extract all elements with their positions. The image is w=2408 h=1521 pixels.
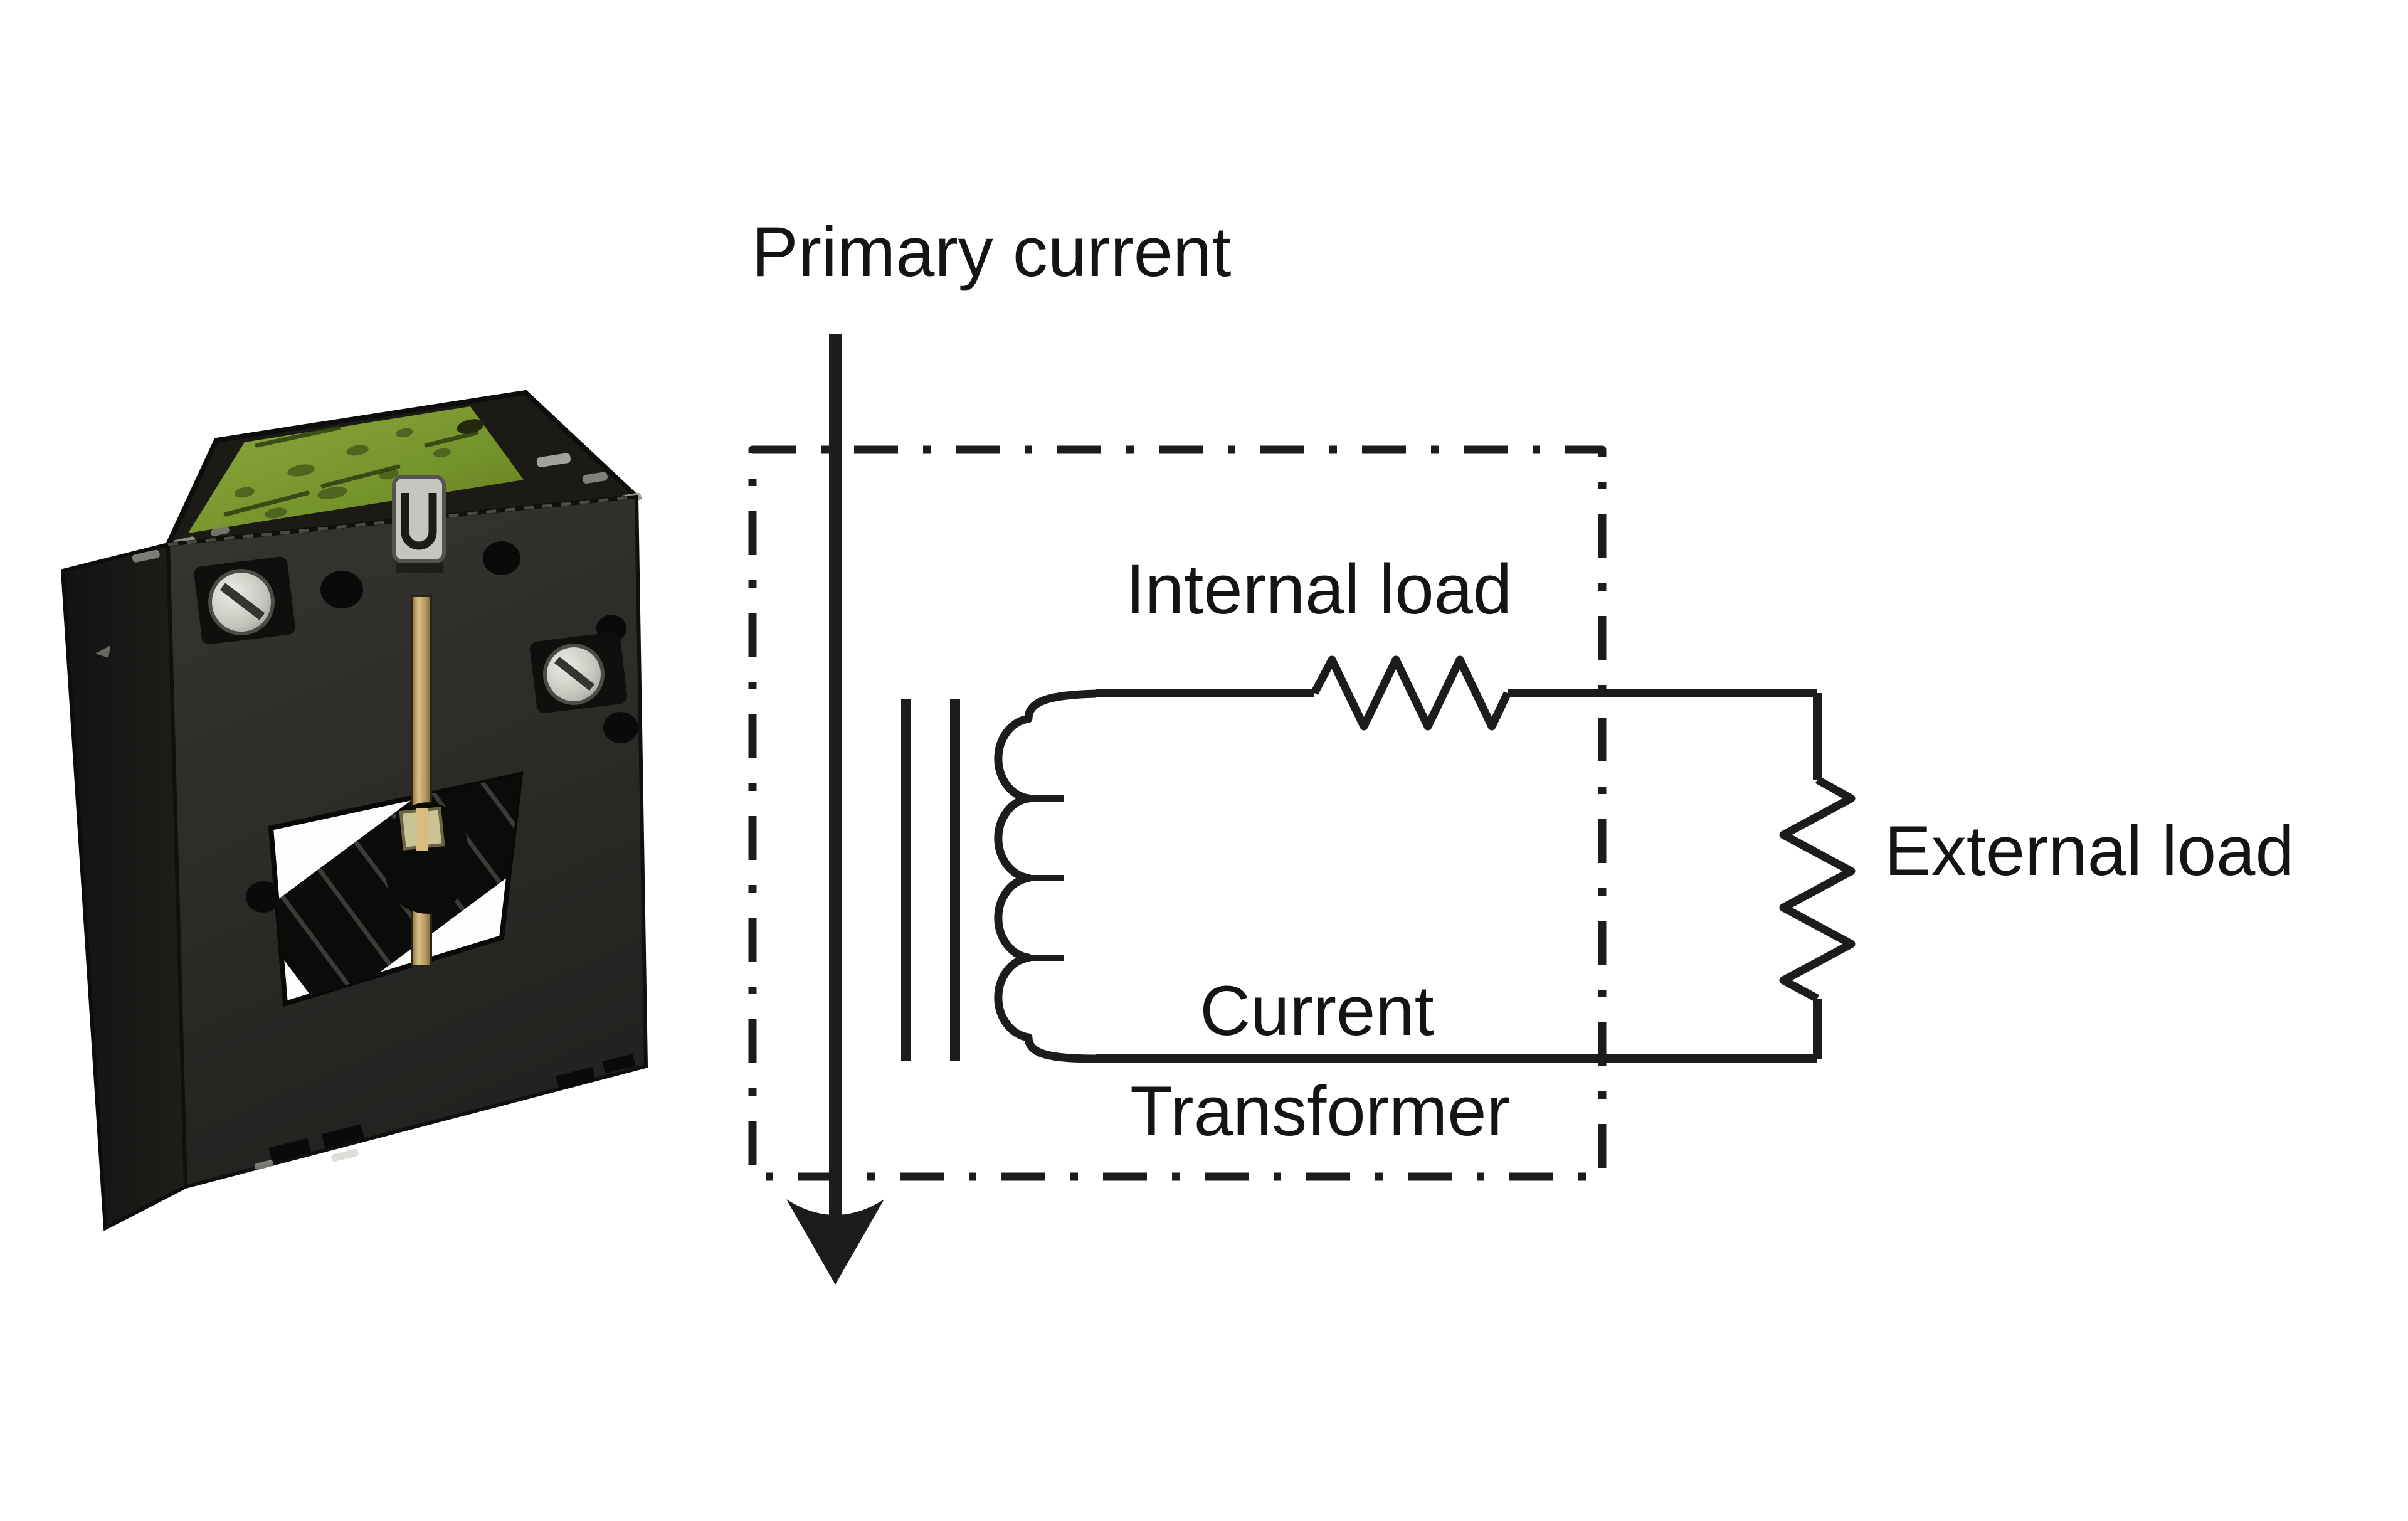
device-metal-clip-icon: [392, 475, 446, 573]
circuit-strokes: [748, 334, 1856, 1285]
primary-current-label: Primary current: [751, 213, 1232, 291]
transformer-core-icon: [901, 699, 960, 1061]
current-transformer-photo: [60, 390, 648, 1231]
device-bottom-notches: [268, 1054, 636, 1163]
internal-load-resistor-icon: [1311, 655, 1511, 731]
device-bottom-glints: [255, 1148, 359, 1170]
ct-boundary-box: [748, 445, 1607, 1181]
external-load-label: External load: [1884, 812, 2294, 890]
current-transformer-label-line1: Current: [1200, 972, 1434, 1050]
circuit-wires: [1096, 689, 1822, 1063]
device-terminal-screw-right: [529, 632, 628, 713]
internal-load-label: Internal load: [1125, 550, 1513, 628]
coil-cusp-ticks: [1028, 795, 1064, 961]
device-side-mark: [95, 645, 110, 658]
external-load-resistor-icon: [1779, 776, 1856, 1002]
device-top-green-label: [188, 406, 524, 533]
arrow-head: [786, 1199, 884, 1285]
device-brass-screw-icon: [383, 595, 469, 967]
primary-current-arrow-icon: [786, 334, 884, 1285]
device-terminal-screw-left: [194, 556, 295, 645]
current-transformer-label-line2: Transformer: [1130, 1072, 1510, 1150]
